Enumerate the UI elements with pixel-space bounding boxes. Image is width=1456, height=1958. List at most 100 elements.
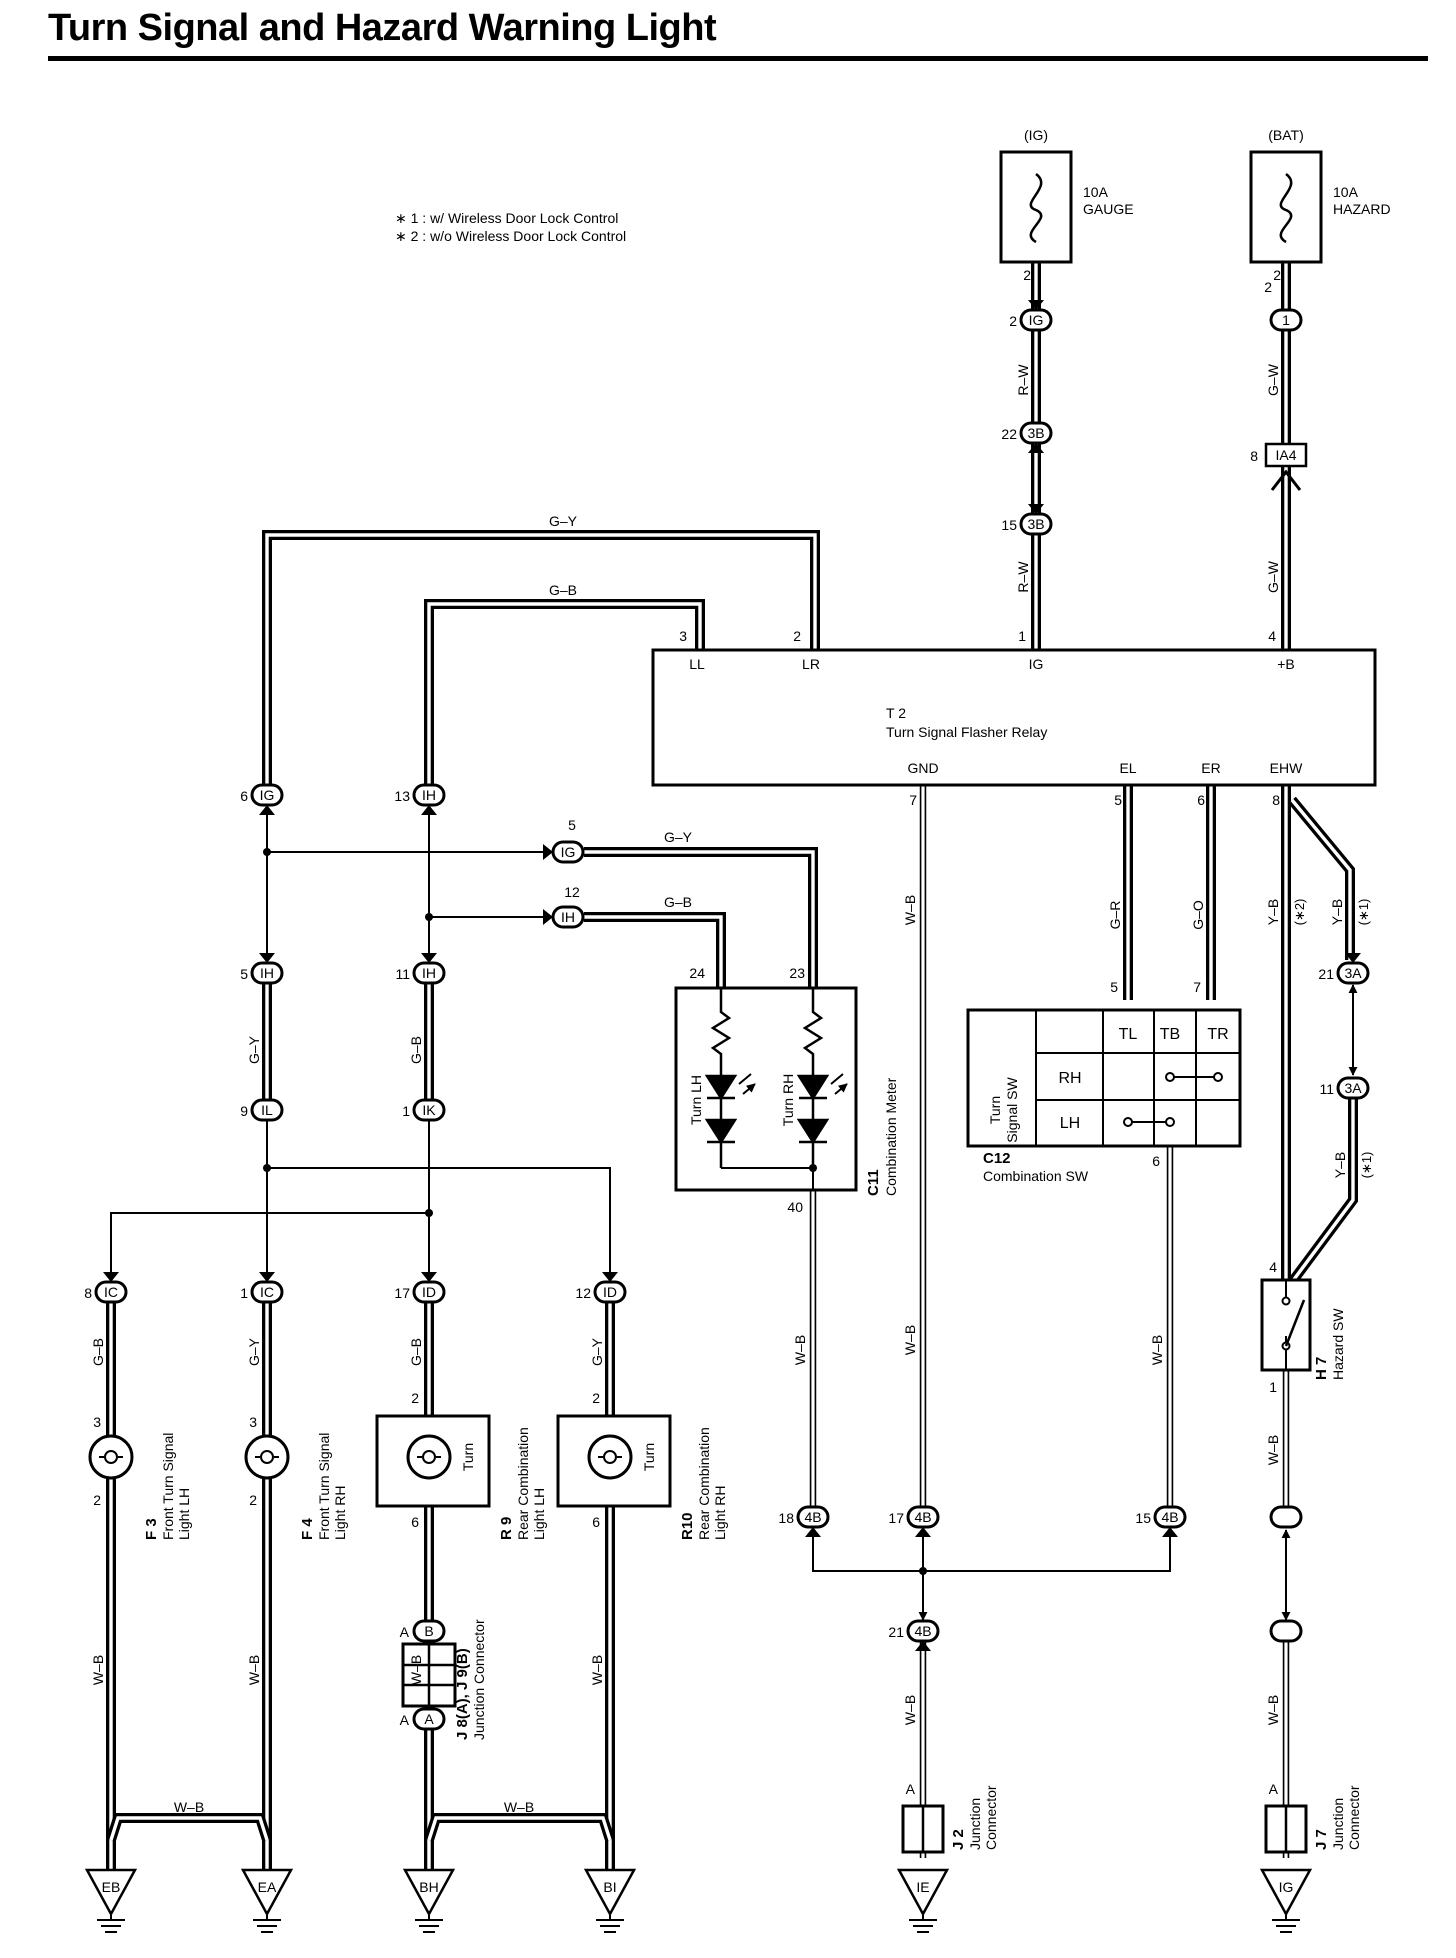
wire-label: G–B <box>408 1338 424 1366</box>
hazard-sw-id: H 7 <box>1313 1357 1330 1380</box>
wire-line <box>812 1530 1171 1572</box>
wire-label-wb: W–B <box>902 895 918 925</box>
resistor-icon <box>710 988 732 1076</box>
wire-label-rw: R–W <box>1015 364 1031 396</box>
connector-code: 3B <box>1027 516 1044 532</box>
junction-id: J 7 <box>1313 1829 1330 1850</box>
wire-label-yb: Y–B <box>1329 899 1345 925</box>
wire-note: (∗1) <box>1359 1152 1374 1179</box>
connector-code: IH <box>260 965 274 981</box>
wire-label-rw: R–W <box>1015 561 1031 593</box>
wire-label-gy: G–Y <box>664 829 693 845</box>
connector-pin-number: 8 <box>84 1285 92 1301</box>
connector-code: 4B <box>804 1509 821 1525</box>
wire-label-yb: Y–B <box>1332 1152 1348 1178</box>
meter-pin: 24 <box>689 965 705 981</box>
wire-label-wb: W–B <box>902 1325 918 1355</box>
connector: 1 <box>1269 308 1303 332</box>
wire-gy-rear <box>267 1167 611 1280</box>
arrow-head <box>915 1641 931 1651</box>
wire-label-gb: G–B <box>549 582 577 598</box>
light-rays-icon <box>738 1073 755 1095</box>
wire-outer <box>1287 1098 1358 1285</box>
connector-body <box>250 1098 284 1122</box>
connector-body <box>1269 308 1303 332</box>
arrow-head <box>543 844 553 860</box>
connector-pin-number: 17 <box>888 1510 904 1526</box>
fuse-source: (BAT) <box>1268 127 1304 143</box>
connector-pin-number: 15 <box>1001 517 1017 533</box>
wire-label-wb: W–B <box>504 1799 534 1815</box>
connector: IG6 <box>240 783 284 807</box>
wire-label: G–Y <box>589 1337 605 1366</box>
junction-dots <box>263 848 927 1575</box>
bulb-filament <box>104 1450 118 1464</box>
bulb-filament <box>260 1450 274 1464</box>
junction-id: J 2 <box>950 1829 967 1850</box>
wire-gb-ll <box>424 599 705 795</box>
relay-pin-label: LL <box>689 656 705 672</box>
ground-code: BH <box>419 1879 438 1895</box>
fuse-box <box>999 150 1073 264</box>
connector-pin-number: 11 <box>1319 1081 1334 1097</box>
wire-gnd-bus <box>812 1530 1171 1572</box>
relay-pin-number: 7 <box>909 792 917 808</box>
light-name: Light LH <box>176 1488 192 1540</box>
connector: IG <box>551 840 585 864</box>
connector-pin-number: 22 <box>1001 426 1017 442</box>
wire-outer <box>424 1813 615 1842</box>
wire-label-wb: W–B <box>792 1335 808 1365</box>
contact-icon <box>1213 1072 1223 1082</box>
light-pin: 2 <box>592 1390 600 1406</box>
ground-icon <box>415 1914 443 1933</box>
arrow-head <box>259 1272 275 1282</box>
wires <box>106 262 1358 1900</box>
relay-pin-label: +B <box>1277 656 1295 672</box>
connector-code: 3A <box>1344 1080 1362 1096</box>
sw-pin: 4 <box>1269 1259 1277 1275</box>
connector-code: IC <box>260 1284 274 1300</box>
relay-pin-label: GND <box>907 760 938 776</box>
switch-row-label: LH <box>1060 1115 1080 1132</box>
relay-pin-label: EL <box>1119 760 1136 776</box>
relay-pin-label: EHW <box>1270 760 1303 776</box>
contact-icon <box>1165 1072 1175 1082</box>
connector-code: 1 <box>1282 312 1290 328</box>
connector-pin-number: 18 <box>778 1510 794 1526</box>
connector: IG2 <box>1009 308 1053 332</box>
note-2: ∗ 2 : w/o Wireless Door Lock Control <box>395 228 626 244</box>
bulb-icon <box>88 1434 134 1480</box>
switch-side-label: Signal SW <box>1004 1077 1020 1143</box>
connector <box>1269 1619 1303 1643</box>
wire-label-gw: G–W <box>1265 363 1281 396</box>
light-name: Front Turn Signal <box>160 1433 176 1540</box>
connector-body <box>1269 1619 1303 1643</box>
ground-code: IE <box>916 1879 929 1895</box>
wire-label-wb: W–B <box>1265 1695 1281 1725</box>
connector <box>1269 1505 1303 1529</box>
arrow-head <box>259 805 275 815</box>
wire-gb-front <box>110 1212 429 1280</box>
wire-label-wb: W–B <box>246 1655 262 1685</box>
connector-pin-number: 8 <box>1250 448 1258 464</box>
wire-label-wb: W–B <box>1265 1435 1281 1465</box>
contact-icon <box>1281 1296 1291 1306</box>
ground-symbol: BI <box>583 1868 637 1933</box>
connector-code: A <box>424 1711 434 1727</box>
ground-triangle <box>84 1868 138 1917</box>
wire-label-gb: G–B <box>408 1036 424 1064</box>
connector-body <box>1336 1076 1370 1100</box>
wire-label-go: G–O <box>1190 900 1206 930</box>
junction-name: Connector <box>1346 1785 1362 1850</box>
ground-icon <box>1272 1914 1300 1933</box>
connector-code: IH <box>561 909 575 925</box>
relay-pin-number: 1 <box>1018 628 1026 644</box>
switch-lever-icon <box>1284 1299 1306 1347</box>
fuse-element-icon <box>1029 172 1043 244</box>
wire-label-wb: W–B <box>90 1655 106 1685</box>
wire-gb-meter <box>584 912 726 1000</box>
connector-code: 4B <box>914 1623 931 1639</box>
arrow-head <box>543 909 553 925</box>
